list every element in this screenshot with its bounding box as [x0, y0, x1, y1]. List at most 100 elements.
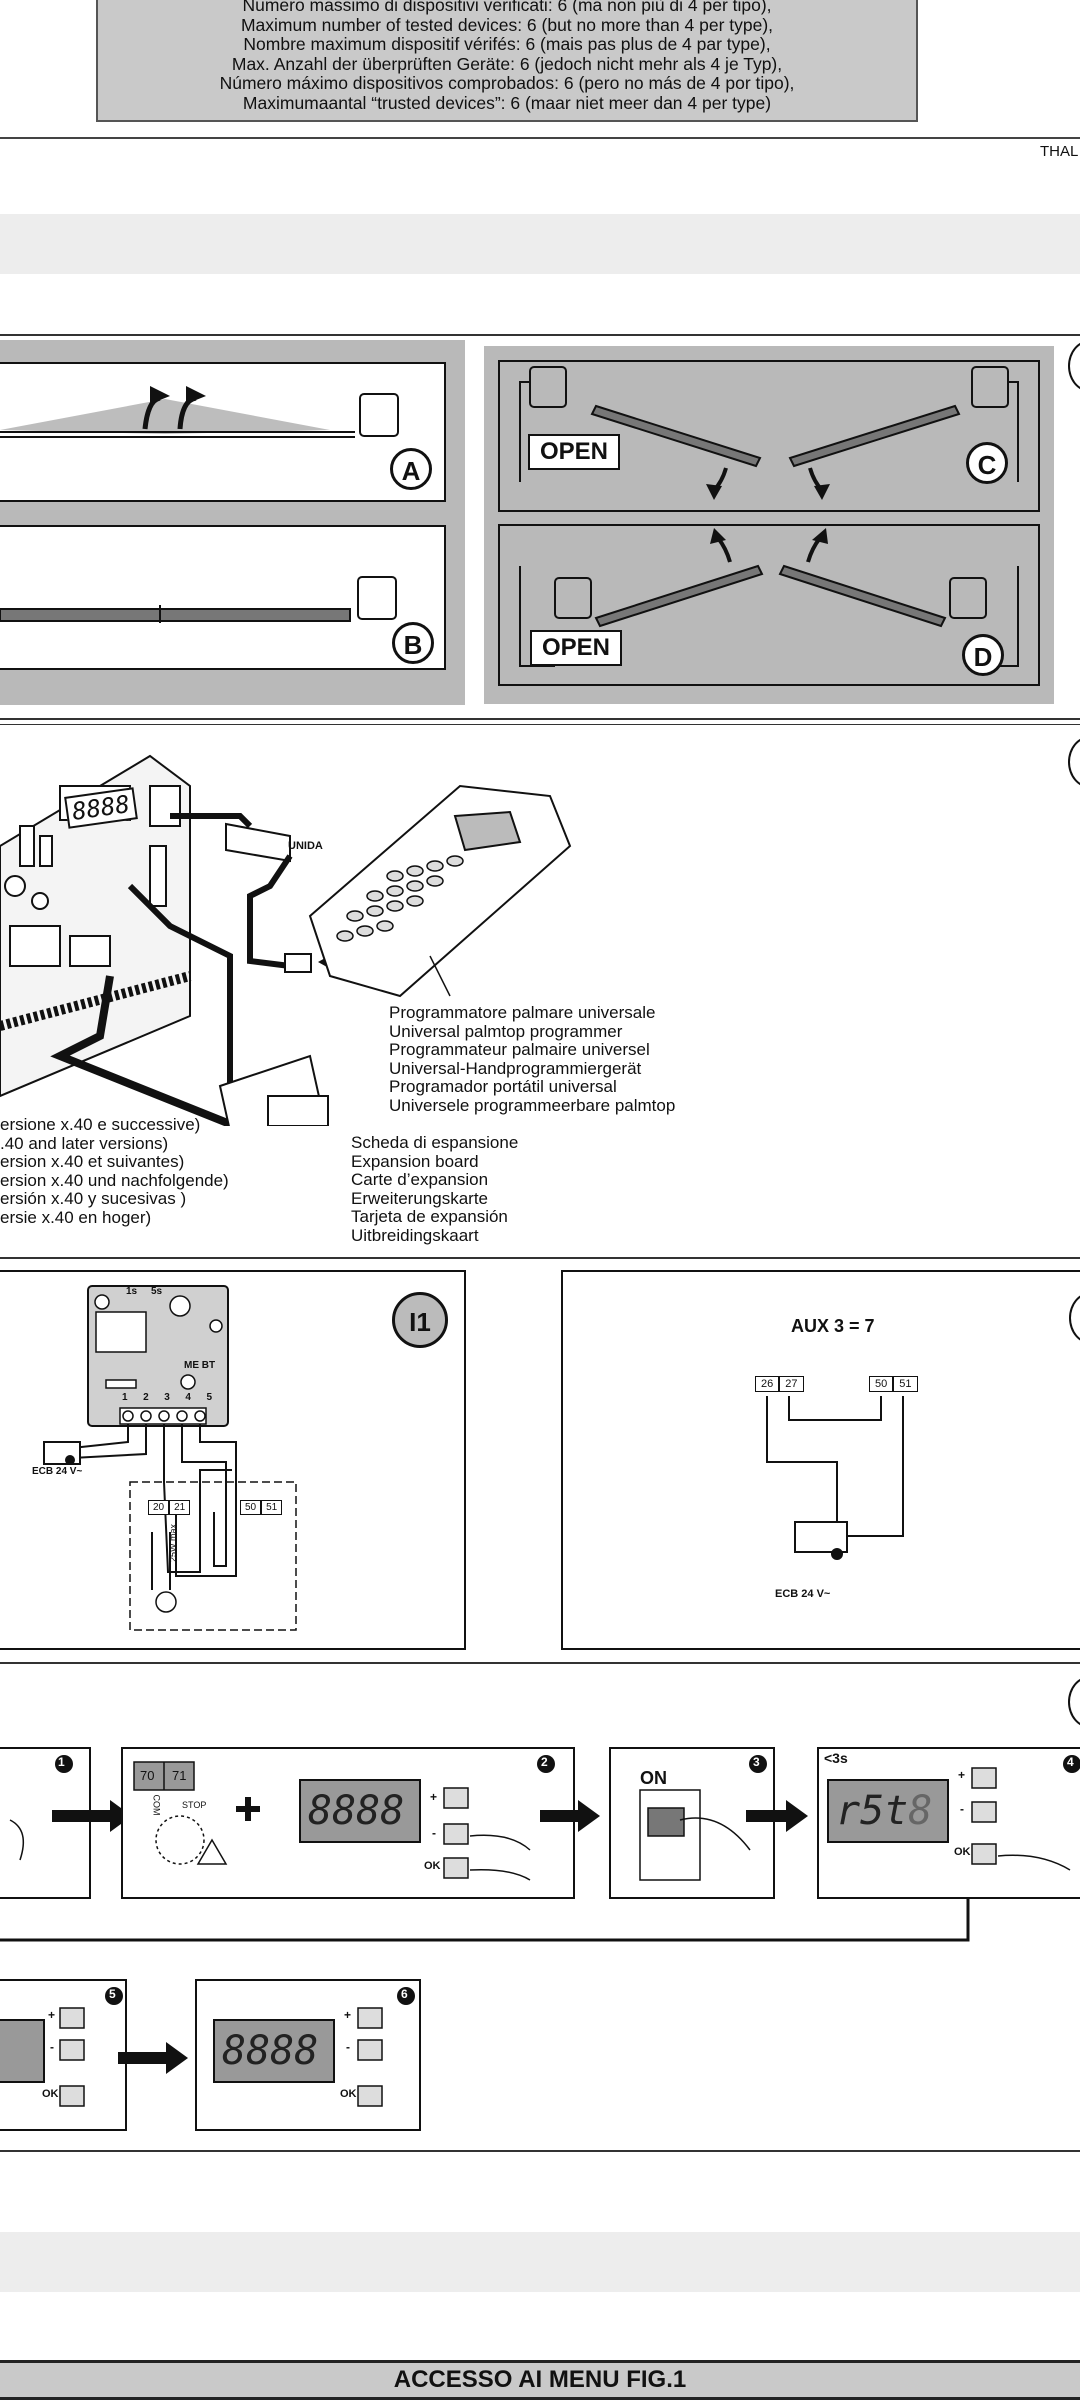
letter-badge-b: B: [392, 622, 434, 664]
caption-line: ersión x.40 y sucesivas ): [0, 1189, 187, 1208]
steps-drawing: [0, 1747, 1080, 2131]
step-number-3: 3: [753, 1755, 760, 1769]
caption-line: Programmateur palmaire universel: [389, 1040, 650, 1059]
rst-text: r5t: [836, 1788, 909, 1834]
step-number-6: 6: [401, 1987, 408, 2001]
aux-terminal-pair-b: 50 51: [869, 1376, 918, 1392]
terminal-number: 1: [122, 1392, 128, 1403]
i1-badge: I1: [392, 1292, 448, 1348]
gate-b-drawing: [0, 576, 397, 623]
timer-5s: 5s: [151, 1286, 163, 1297]
me-bt-label: ME BT: [184, 1360, 216, 1371]
steps-panel: 1 2 3 4 5 6 70 71 COM STOP 8888 ON <3s r…: [0, 1740, 1080, 2150]
letter-badge-c: C: [966, 442, 1008, 484]
open-label-c: OPEN: [528, 434, 621, 470]
figure-badge-partial: [1068, 340, 1080, 392]
divider: [0, 718, 1080, 720]
minus-label: -: [960, 1802, 964, 1816]
step-number-4: 4: [1067, 1755, 1074, 1769]
header-right-text: THAL: [1040, 143, 1079, 160]
step-number-2: 2: [541, 1755, 548, 1769]
gates-panel: A B OPEN C: [0, 340, 1080, 710]
gate-d-drawing: [519, 528, 1019, 667]
terminal-21: 21: [169, 1500, 191, 1515]
terminal-number: 5: [206, 1392, 212, 1403]
spec-line: Numero massimo di dispositivi verificati…: [242, 0, 772, 15]
gate-box-a: A: [0, 362, 446, 502]
aux-wiring-drawing: [766, 1396, 904, 1560]
open-label-d: OPEN: [530, 630, 623, 666]
minus-label: -: [346, 2040, 350, 2054]
spec-line: Nombre maximum dispositif vérifés: 6 (ma…: [243, 34, 771, 54]
divider: [0, 137, 1080, 139]
ok-label: OK: [42, 2088, 59, 2100]
spec-box: Numero massimo di dispositivi verificati…: [96, 0, 918, 122]
caption-line: Universal-Handprogrammiergerät: [389, 1058, 642, 1078]
aux-terminal-pair-a: 26 27: [755, 1376, 804, 1392]
aux-title: AUX 3 = 7: [791, 1316, 875, 1336]
ok-label: OK: [954, 1846, 971, 1858]
terminal-pair-50-51: 50 51: [240, 1500, 283, 1515]
terminal-70: 70: [140, 1768, 155, 1783]
aux-ecb-label: ECB 24 V~: [775, 1588, 831, 1600]
plus-label: +: [430, 1790, 438, 1804]
spec-line: Max. Anzahl der überprüften Geräte: 6 (j…: [231, 53, 783, 74]
caption-line: ersie x.40 en hoger): [0, 1207, 152, 1227]
terminal-pair-20-21: 20 21: [148, 1500, 191, 1515]
caption-line: Scheda di espansione: [351, 1133, 519, 1152]
i1-wiring-drawing: [43, 1285, 297, 1631]
step6-display: 8888: [222, 2028, 319, 2074]
caption-line: Erweiterungskarte: [351, 1188, 489, 1208]
divider: [0, 1257, 1080, 1259]
divider: [0, 2150, 1080, 2152]
terminal-numbers: 1 2 3 4 5: [122, 1392, 212, 1403]
caption-line: ersione x.40 e successive): [0, 1115, 201, 1134]
gate-box-c: OPEN C: [498, 360, 1040, 512]
terminal-26: 26: [755, 1376, 780, 1392]
caption-line: Tarjeta de expansión: [351, 1207, 508, 1226]
divider: [0, 1662, 1080, 1664]
spec-line: Maximumaantal “trusted devices”: 6 (maar…: [242, 92, 772, 113]
divider: [0, 724, 1080, 725]
timer-1s: 1s: [126, 1286, 138, 1297]
caption-line: Uitbreidingskaart: [351, 1225, 479, 1245]
gate-a-drawing: [0, 386, 399, 438]
terminal-50: 50: [869, 1376, 894, 1392]
caption-line: Universal palmtop programmer: [389, 1021, 623, 1041]
stop-label: STOP: [182, 1800, 207, 1810]
figure-badge-partial: [1068, 736, 1080, 788]
controller-board-drawing: [0, 754, 572, 1126]
caption-line: Universele programmeerbare palmtop: [389, 1095, 676, 1115]
ok-label: OK: [424, 1860, 441, 1872]
caption-line: Programador portátil universal: [389, 1077, 617, 1096]
caption-line: .40 and later versions): [0, 1133, 169, 1153]
terminal-number: 3: [164, 1392, 170, 1403]
caption-line: ersion x.40 et suivantes): [0, 1152, 185, 1171]
step2-display: 8888: [308, 1788, 405, 1834]
caption-line: ersion x.40 und nachfolgende): [0, 1170, 229, 1190]
aux-panel: AUX 3 = 7 26 27 50 51 ECB 24 V~: [561, 1270, 1080, 1650]
i1-panel: I1 1s 5s ME BT 1 2 3 4 5 ECB 24 V~ 20: [0, 1270, 466, 1650]
divider: [0, 334, 1080, 336]
terminal-50: 50: [240, 1500, 262, 1515]
plus-label: +: [958, 1768, 966, 1782]
com-label: COM: [151, 1794, 162, 1816]
on-label: ON: [640, 1768, 667, 1788]
rst-last-digit: 8: [908, 1788, 933, 1834]
gate-box-b: B: [0, 525, 446, 670]
letter-badge-d: D: [962, 634, 1004, 676]
caption-line: Programmatore palmare universale: [389, 1003, 656, 1022]
terminal-number: 2: [143, 1392, 149, 1403]
terminal-20: 20: [148, 1500, 170, 1515]
ok-label: OK: [340, 2088, 357, 2100]
section-heading: ACCESSO AI MENU FIG.1: [0, 2360, 1080, 2400]
page-gap: [0, 2232, 1080, 2292]
page-gap: [0, 214, 1080, 274]
step4-display: r5t8: [836, 1788, 932, 1834]
plus-label: +: [344, 2008, 352, 2022]
step-number-1: 1: [58, 1755, 65, 1769]
caption-line: Carte d’expansion: [351, 1170, 489, 1189]
figure-badge-partial: [1068, 1676, 1080, 1728]
programmer-caption: Programmatore palmare universale Univers…: [389, 1003, 676, 1115]
expansion-caption: Scheda di espansione Expansion board Car…: [351, 1133, 519, 1245]
